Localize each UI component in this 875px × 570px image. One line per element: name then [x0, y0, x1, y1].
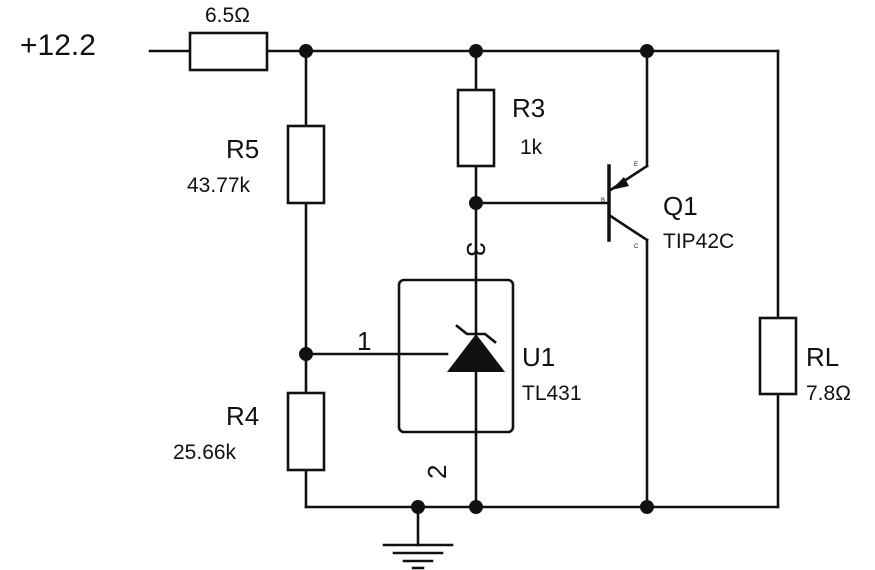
junctions — [299, 44, 654, 514]
wires — [148, 49, 780, 547]
u1-pin-cathode-label: 3 — [461, 242, 491, 256]
u1-pin-ref-label: 1 — [357, 326, 371, 356]
r4-value-label: 25.66k — [173, 441, 237, 464]
u1-pin-anode-label: 2 — [422, 465, 452, 479]
junction-dot — [469, 500, 483, 514]
series-resistor-value: 6.5Ω — [205, 4, 250, 27]
q1-ref-label: Q1 — [663, 191, 698, 221]
ground-icon — [382, 543, 454, 570]
r3-ref-label: R3 — [512, 93, 545, 123]
u1-part-label: TL431 — [522, 382, 582, 405]
rl-body — [758, 316, 798, 396]
junction-dot — [640, 500, 654, 514]
q1-collector-leg — [607, 213, 649, 242]
q1-pin-b-label: B — [601, 198, 605, 204]
junction-dot — [299, 347, 313, 361]
supply-voltage-label: +12.2 — [20, 29, 96, 62]
junction-dot — [640, 44, 654, 58]
tl431-symbol — [397, 278, 515, 434]
u1-ref-label: U1 — [522, 342, 555, 372]
junction-dot — [469, 44, 483, 58]
r5-ref-label: R5 — [226, 134, 259, 164]
series-resistor-body — [188, 31, 269, 72]
u1-package-outline — [397, 278, 515, 434]
r3-body — [456, 88, 496, 168]
r4-body — [286, 391, 326, 472]
r5-value-label: 43.77k — [187, 174, 251, 197]
rl-value-label: 7.8Ω — [806, 382, 851, 405]
transistor-q1-symbol — [607, 164, 649, 242]
rl-ref-label: RL — [806, 342, 839, 372]
junction-dot — [299, 44, 313, 58]
q1-pin-c-label: C — [634, 244, 639, 250]
r4-ref-label: R4 — [226, 401, 259, 431]
q1-pin-e-label: E — [634, 162, 638, 168]
junction-dot — [411, 500, 425, 514]
junction-dot — [469, 196, 483, 210]
r5-body — [286, 124, 326, 205]
u1-diode-triangle — [447, 334, 505, 372]
q1-part-label: TIP42C — [663, 230, 734, 253]
u1-zener-bar — [455, 324, 497, 344]
r3-value-label: 1k — [520, 136, 543, 159]
q1-emitter-arrow — [611, 177, 629, 190]
